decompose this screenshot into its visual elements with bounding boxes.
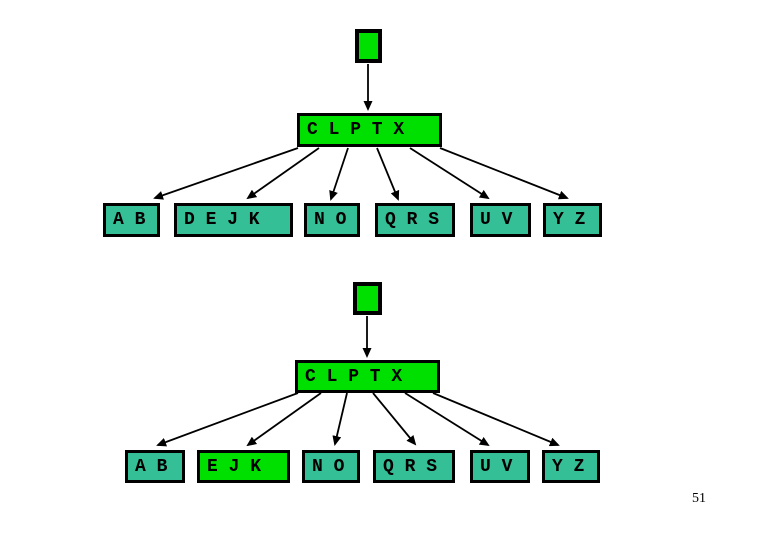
btree-leaf-node: D E J K	[174, 203, 293, 237]
slide-page-number: 51	[692, 491, 706, 506]
edge-arrow	[404, 392, 490, 447]
btree-leaf-node: A B	[125, 450, 185, 483]
edge-arrow	[372, 392, 417, 446]
btree-leaf-node: N O	[302, 450, 360, 483]
btree-leaf-node: Q R S	[373, 450, 455, 483]
edge-arrow	[332, 392, 348, 446]
btree-leaf-node: U V	[470, 203, 531, 237]
edge-arrow	[432, 392, 560, 447]
btree-root-node-top: C L P T X	[297, 113, 442, 147]
edge-arrow	[156, 392, 299, 447]
edge-arrow	[329, 147, 349, 201]
btree-leaf-node: U V	[470, 450, 530, 483]
btree-leaf-node: Y Z	[543, 203, 602, 237]
btree-root-node-bottom: C L P T X	[295, 360, 440, 393]
btree-leaf-node: Y Z	[542, 450, 600, 483]
edge-arrow	[246, 147, 320, 200]
root-pointer-square-top	[355, 29, 382, 63]
btree-leaf-node: A B	[103, 203, 160, 237]
edge-arrow	[409, 147, 490, 200]
edge-arrow	[376, 147, 400, 201]
btree-leaf-node-highlighted: E J K	[197, 450, 290, 483]
btree-leaf-node: Q R S	[375, 203, 455, 237]
edge-arrow	[153, 147, 299, 200]
root-pointer-square-bottom	[353, 282, 382, 315]
edge-arrow	[439, 147, 569, 200]
edge-arrow	[246, 392, 322, 447]
btree-leaf-node: N O	[304, 203, 360, 237]
